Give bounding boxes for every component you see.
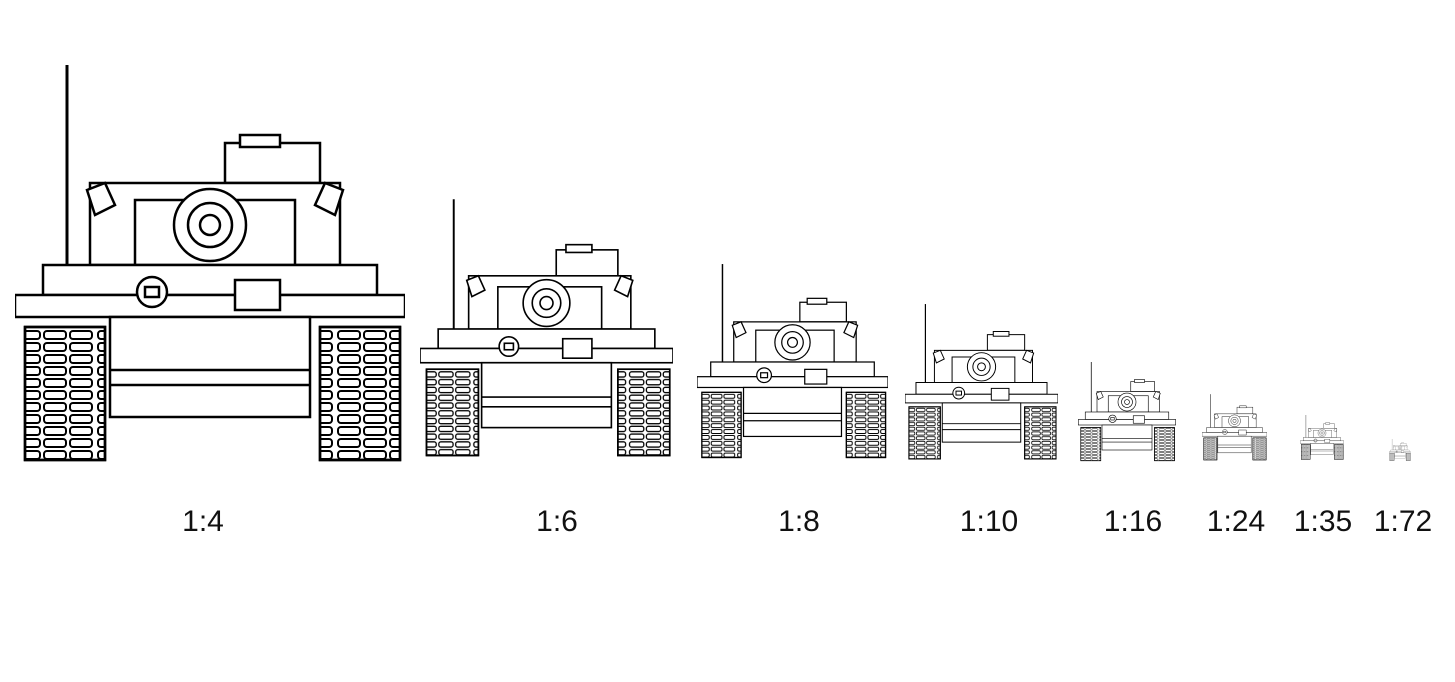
tank-drawing-1-72	[1389, 439, 1411, 461]
tank-drawing-1-8	[697, 264, 888, 460]
scale-label-1-8: 1:8	[778, 505, 820, 538]
scale-label-1-16: 1:16	[1103, 505, 1163, 538]
tank-drawing-1-4	[15, 65, 405, 465]
scale-label-1-24: 1:24	[1206, 505, 1266, 538]
tank-drawing-1-35	[1300, 415, 1344, 460]
scale-label-1-4: 1:4	[182, 505, 224, 538]
scale-label-1-10: 1:10	[959, 505, 1019, 538]
tank-drawing-1-6	[420, 199, 673, 459]
tank-drawing-1-10	[905, 304, 1058, 461]
scale-label-1-72: 1:72	[1373, 505, 1433, 538]
scale-label-1-6: 1:6	[536, 505, 578, 538]
scale-label-1-35: 1:35	[1293, 505, 1353, 538]
tank-drawing-1-24	[1202, 394, 1267, 461]
tank-drawing-1-16	[1078, 362, 1176, 462]
